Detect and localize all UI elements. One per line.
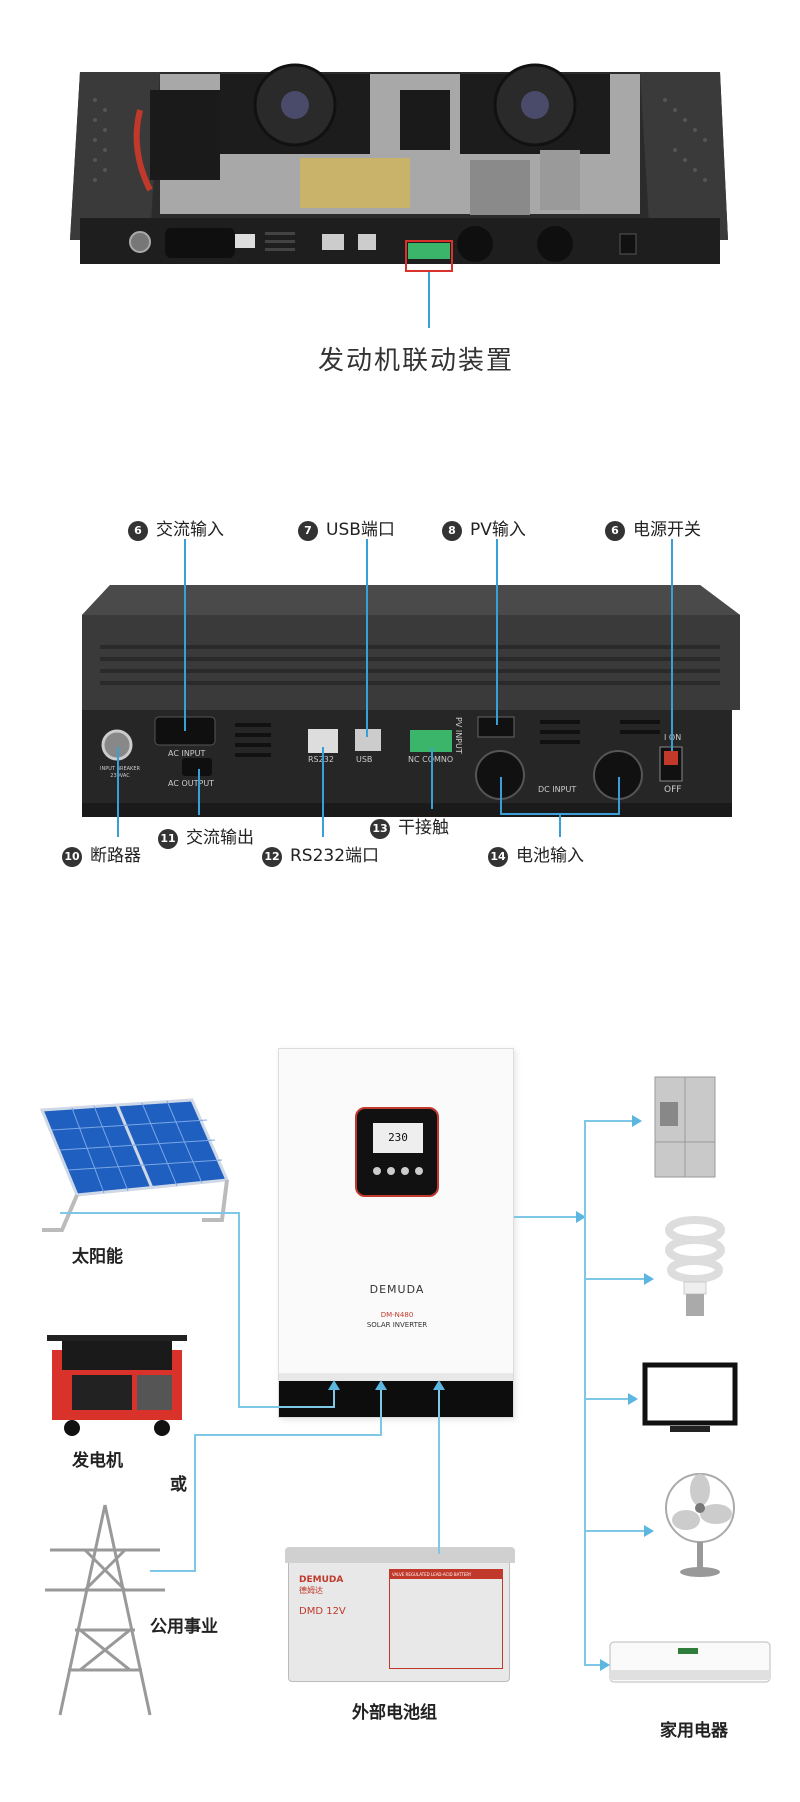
inverter-button-3[interactable] — [401, 1167, 409, 1175]
conn-utility-h — [150, 1570, 196, 1572]
leader-rs232 — [322, 747, 324, 837]
arrow-bulb — [644, 1273, 654, 1285]
label-or: 或 — [170, 1475, 187, 1495]
inverter-button-1[interactable] — [373, 1167, 381, 1175]
air-conditioner-image — [609, 1641, 771, 1683]
battery-header: VALVE REGULATED LEAD-ACID BATTERY — [390, 1570, 502, 1579]
conn-solar-h2 — [238, 1406, 334, 1408]
conn-out-trunk — [584, 1120, 586, 1666]
conn-solar-down — [238, 1212, 240, 1406]
panel-text-pv-input: PV INPUT — [454, 717, 463, 754]
label-battery: 外部电池组 — [352, 1703, 437, 1723]
conn-out-fan — [584, 1530, 650, 1532]
panel-text-ncomno: NC COMNO — [408, 755, 454, 764]
arrow-ac — [600, 1659, 610, 1671]
conn-battery — [438, 1384, 440, 1554]
leader-ac-input — [184, 539, 186, 731]
inverter-model: DM-N480 — [380, 1311, 414, 1319]
panel-text-breaker: INPUT BREAKER 230VAC — [100, 766, 140, 779]
generator-link-caption: 发动机联动装置 — [318, 346, 515, 376]
section-generator-link: 发动机联动装置 — [0, 0, 800, 470]
leader-usb — [366, 539, 368, 737]
inverter-base — [279, 1373, 513, 1417]
battery-logo-box: DEMUDA 德姆达 DMD 12V — [299, 1575, 385, 1665]
conn-out-main — [514, 1216, 584, 1218]
inverter-button-2[interactable] — [387, 1167, 395, 1175]
inverter-buttons — [373, 1167, 423, 1175]
conn-out-tv — [584, 1398, 634, 1400]
fan-image — [665, 1473, 735, 1577]
inverter-unit: 230 DEMUDA DM-N480 SOLAR INVERTER — [278, 1048, 514, 1418]
inverter-subtitle: SOLAR INVERTER — [366, 1321, 428, 1329]
conn-gen-up — [380, 1384, 382, 1436]
battery-brand: DEMUDA — [299, 1575, 344, 1585]
panel-text-ac-output: AC OUTPUT — [168, 779, 215, 788]
arrow-fridge — [632, 1115, 642, 1127]
conn-solar-h1 — [60, 1212, 240, 1214]
leader-dry-contact — [431, 747, 433, 809]
arrow-gen — [375, 1380, 387, 1390]
panel-text-off: OFF — [664, 785, 682, 795]
conn-solar-up — [333, 1384, 335, 1408]
arrow-tv — [628, 1393, 638, 1405]
label-solar: 太阳能 — [72, 1247, 123, 1267]
battery-model: DMD 12V — [299, 1606, 346, 1617]
conn-out-fridge — [584, 1120, 638, 1122]
generator-image — [47, 1335, 187, 1436]
battery-unit: DEMUDA 德姆达 DMD 12V VALVE REGULATED LEAD-… — [285, 1547, 515, 1682]
bulb-image — [665, 1216, 725, 1316]
panel-text-dc-input: DC INPUT — [538, 785, 577, 794]
inverter-brand: DEMUDA — [369, 1283, 425, 1296]
leader-pv — [496, 539, 498, 725]
battery-spec-panel: VALVE REGULATED LEAD-ACID BATTERY — [389, 1569, 503, 1669]
conn-out-ac — [584, 1664, 606, 1666]
battery-top — [285, 1547, 515, 1563]
panel-text-ac-input: AC INPUT — [168, 749, 206, 758]
leader-dc-left — [500, 777, 502, 813]
tv-image — [642, 1362, 738, 1432]
leader-switch — [671, 539, 673, 751]
label-appliances: 家用电器 — [660, 1721, 728, 1741]
solar-panel-image — [39, 1098, 230, 1232]
leader-breaker — [117, 747, 119, 837]
arrow-fan — [644, 1525, 654, 1537]
pointer-line — [428, 272, 430, 328]
inverter-screen: 230 — [373, 1123, 423, 1153]
leader-dc-down — [559, 813, 561, 837]
inverter-display: 230 — [355, 1107, 439, 1197]
panel-text-rs232: RS232 — [308, 755, 334, 764]
arrow-solar — [328, 1380, 340, 1390]
panel-text-usb: USB — [356, 755, 373, 764]
label-utility: 公用事业 — [150, 1617, 218, 1637]
conn-gen-utility — [194, 1434, 196, 1572]
section-system-diagram: 230 DEMUDA DM-N480 SOLAR INVERTER 太阳能 — [0, 1030, 800, 1802]
battery-brand-cn: 德姆达 — [299, 1586, 323, 1595]
leader-dc-right — [618, 777, 620, 813]
fridge-image — [654, 1076, 716, 1178]
arrow-out-main — [576, 1211, 586, 1223]
arrow-battery-up — [433, 1380, 445, 1390]
conn-out-bulb — [584, 1278, 650, 1280]
inverter-internal-photo — [70, 63, 728, 272]
label-generator: 发电机 — [72, 1451, 123, 1471]
conn-gen-h — [194, 1434, 380, 1436]
inverter-button-4[interactable] — [415, 1167, 423, 1175]
leader-ac-output — [198, 769, 200, 815]
utility-tower-image — [45, 1504, 165, 1716]
